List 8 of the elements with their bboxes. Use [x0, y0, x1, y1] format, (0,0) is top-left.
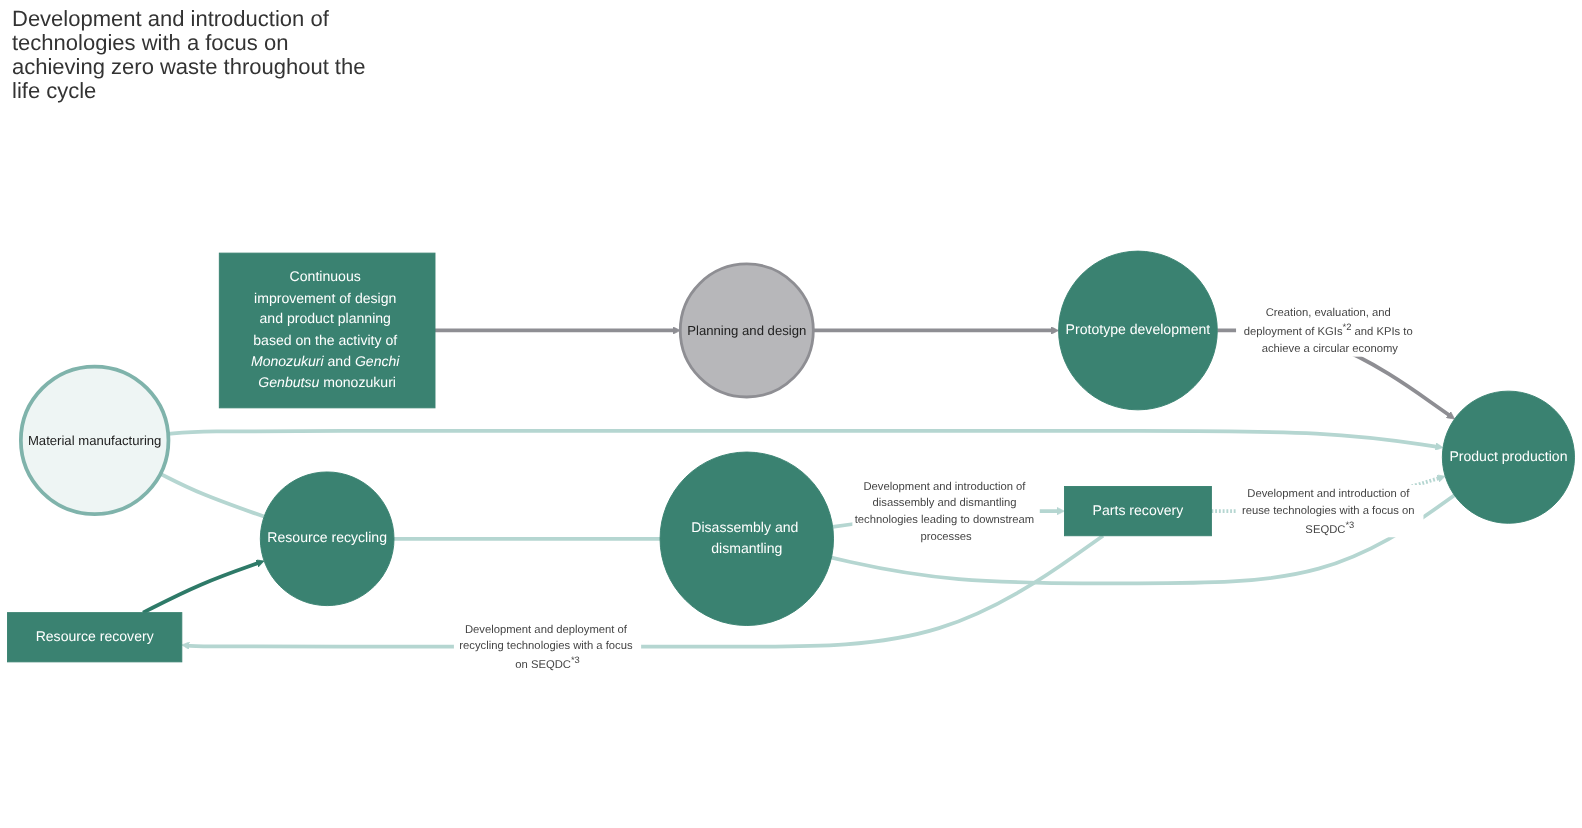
- arrow: [435, 326, 681, 335]
- arrow: [813, 326, 1059, 335]
- connector: [159, 472, 265, 519]
- arrow: [168, 429, 1444, 451]
- annotation-text: Development and introduction of technologies with a focus on achieving zero waste throughout the life cycle: [12, 8, 368, 104]
- connector: [394, 536, 661, 541]
- arrow: [181, 534, 1105, 650]
- arrow: [142, 559, 265, 615]
